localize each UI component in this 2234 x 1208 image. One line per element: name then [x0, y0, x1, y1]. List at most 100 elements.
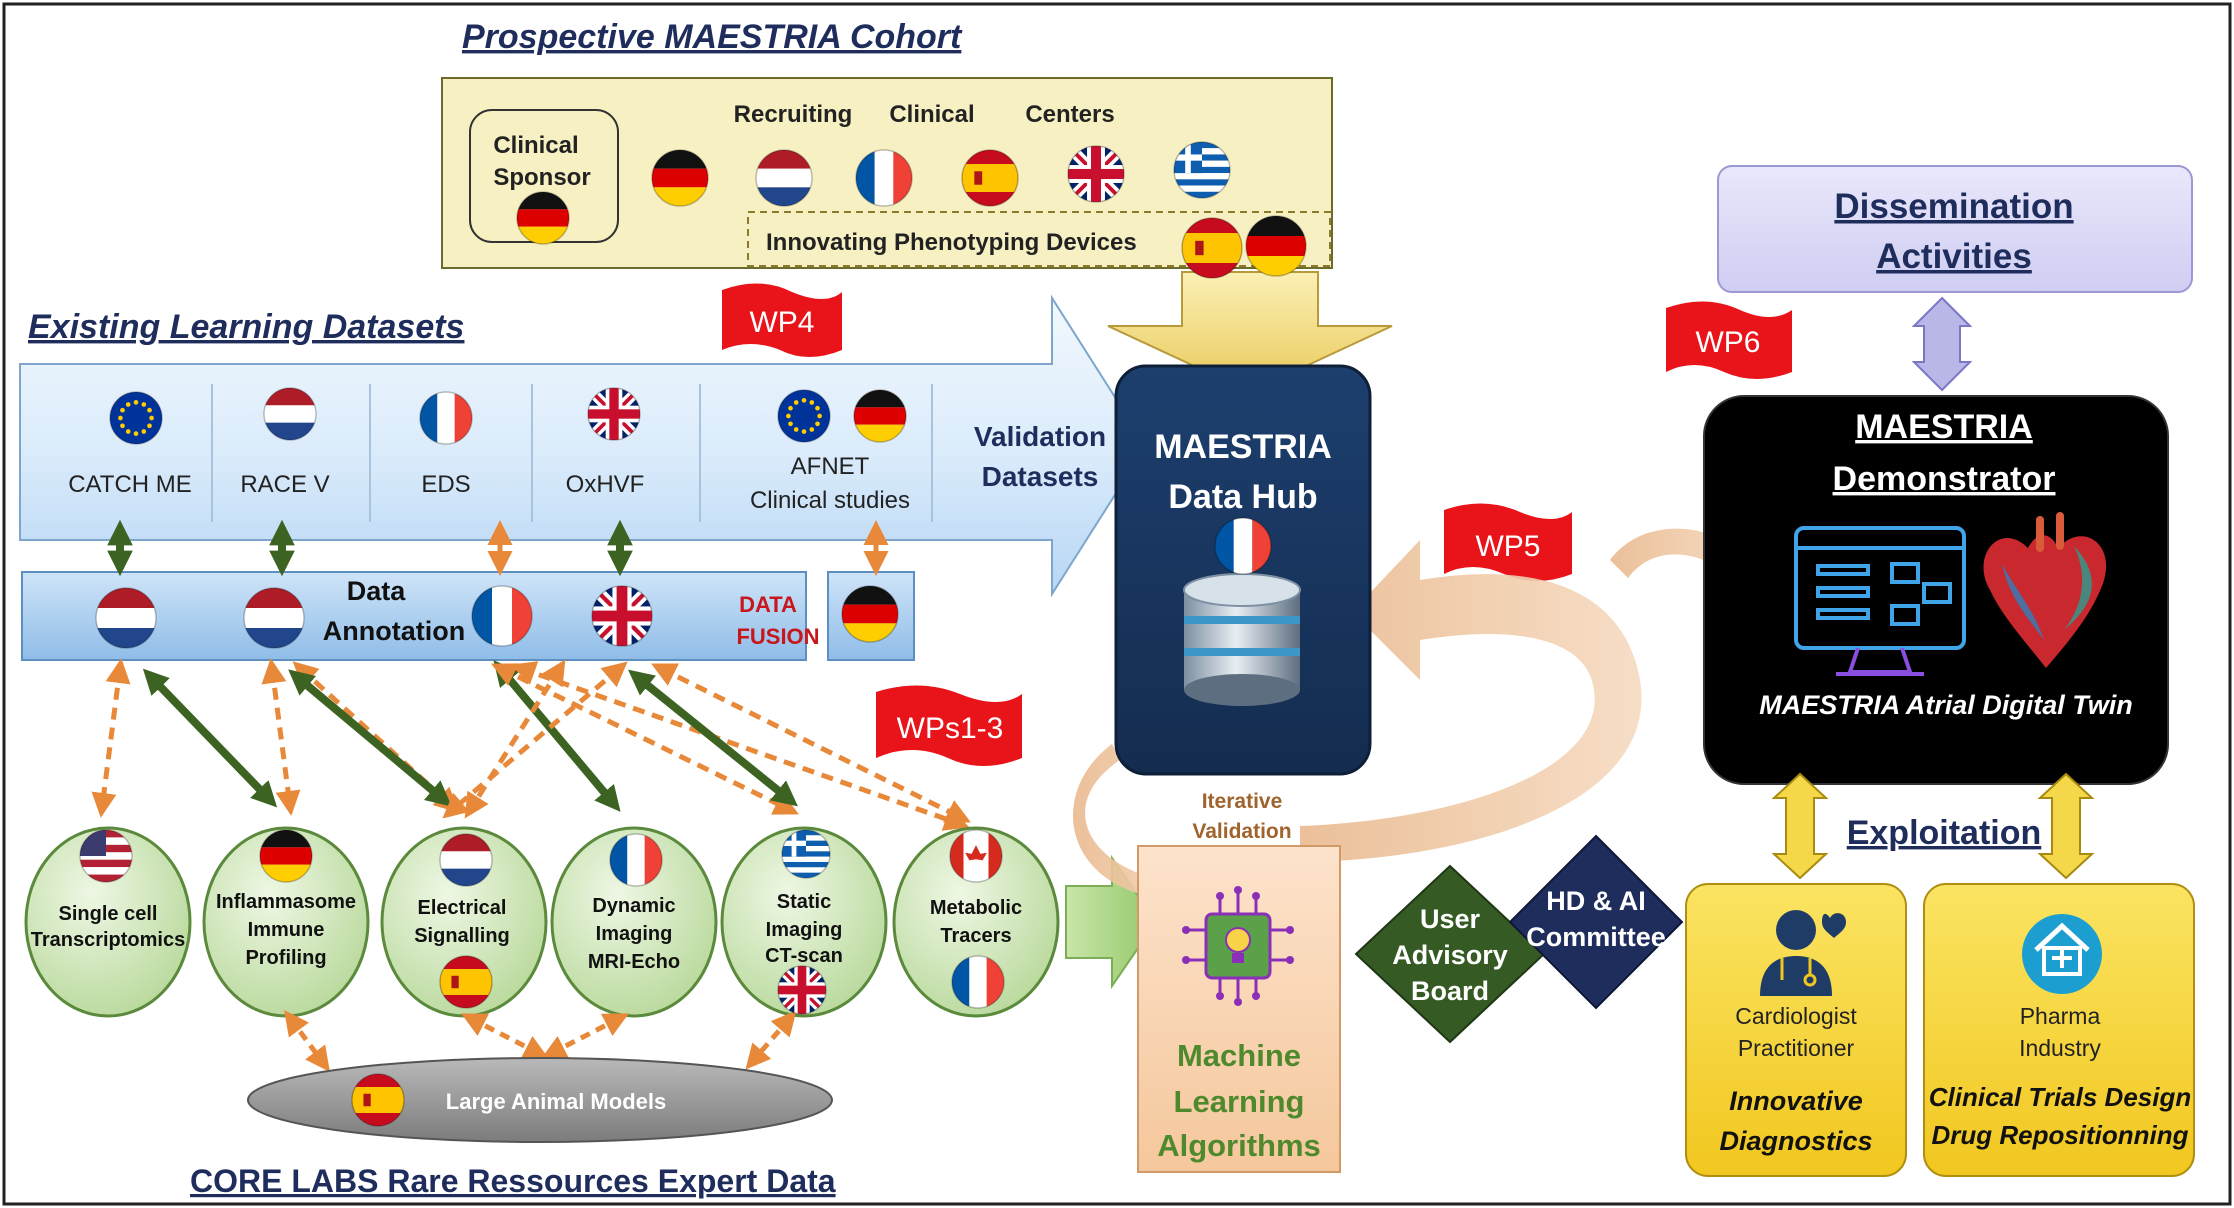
- animal-label: Large Animal Models: [446, 1089, 666, 1114]
- svg-text:Advisory: Advisory: [1392, 940, 1508, 970]
- annotation-label-2: Annotation: [323, 616, 465, 646]
- flags-layer: [79, 141, 1307, 1127]
- afnet-label-2: Clinical studies: [750, 487, 910, 514]
- svg-text:Board: Board: [1411, 976, 1489, 1006]
- svg-text:Metabolic: Metabolic: [930, 897, 1022, 919]
- iterative-label-1: Iterative: [1202, 790, 1283, 813]
- germany-flag-icon: [651, 149, 709, 207]
- uk-flag-icon: [1067, 145, 1125, 203]
- sponsor-label-2: Sponsor: [493, 164, 590, 191]
- dissemination-box: [1717, 165, 2193, 293]
- germany-flag-icon: [516, 191, 570, 245]
- cardiologist-box: [1685, 883, 1907, 1177]
- exploitation-arrow-right: [2037, 772, 2095, 880]
- spain-flag-icon: [351, 1073, 405, 1127]
- france-flag-icon: [855, 149, 913, 207]
- fusion-label-2: FUSION: [736, 624, 819, 649]
- spain-flag-icon: [1181, 217, 1243, 279]
- heart-icon: [1983, 512, 2107, 668]
- svg-text:MRI-Echo: MRI-Echo: [588, 951, 680, 973]
- validation-label-1: Validation: [974, 421, 1106, 452]
- svg-text:Pharma: Pharma: [2020, 1003, 2101, 1029]
- usa-flag-icon: [79, 829, 133, 883]
- core-lab-circle: Dynamic Imaging MRI-Echo: [550, 826, 718, 1018]
- svg-text:Committee: Committee: [1526, 922, 1666, 952]
- svg-text:Dissemination: Dissemination: [1834, 187, 2073, 226]
- wp6-flag: WP6: [1666, 301, 1792, 379]
- iterative-right-arrow: [1300, 540, 1642, 862]
- exploitation-title: Exploitation: [1847, 814, 2042, 852]
- france-flag-icon: [1214, 517, 1272, 575]
- ml-label-2: Learning: [1174, 1084, 1305, 1119]
- svg-text:WP6: WP6: [1695, 326, 1760, 359]
- exploitation-arrow-left: [1771, 772, 1829, 880]
- validation-label-2: Datasets: [982, 461, 1099, 492]
- france-flag-icon: [951, 955, 1005, 1009]
- animal-models: [247, 1057, 833, 1143]
- uk-flag-icon: [777, 965, 827, 1015]
- devices-label: Innovating Phenotyping Devices: [766, 229, 1137, 256]
- demonstrator-box: [1703, 395, 2169, 785]
- wps13-flag: WPs1-3: [876, 685, 1022, 766]
- pharma-box: [1923, 883, 2195, 1177]
- canada-flag-icon: [949, 829, 1003, 883]
- svg-text:MAESTRIA: MAESTRIA: [1855, 408, 2033, 446]
- svg-text:WP4: WP4: [749, 306, 814, 339]
- uk-flag-icon: [587, 387, 641, 441]
- svg-text:Innovative: Innovative: [1729, 1086, 1863, 1116]
- svg-text:Dynamic: Dynamic: [592, 895, 675, 917]
- svg-text:Signalling: Signalling: [414, 925, 510, 947]
- svg-text:HD & AI: HD & AI: [1546, 886, 1646, 916]
- germany-flag-icon: [853, 389, 907, 443]
- recruiting-label: Recruiting: [734, 101, 853, 128]
- core-lab-circle: Static Imaging CT-scan: [720, 826, 888, 1018]
- netherlands-flag-icon: [439, 833, 493, 887]
- centers-label: Centers: [1025, 101, 1114, 128]
- annotation-links: [91, 658, 971, 831]
- annotation-label-1: Data: [347, 576, 407, 606]
- svg-text:Single cell: Single cell: [59, 903, 158, 925]
- wp4-flag: WP4: [722, 283, 842, 357]
- monitor-icon: [1794, 526, 1966, 676]
- core-lab-circle: Electrical Signalling: [380, 826, 548, 1018]
- core-lab-circle: Metabolic Tracers: [892, 826, 1060, 1018]
- svg-text:Profiling: Profiling: [245, 947, 326, 969]
- dataset-label: EDS: [421, 471, 470, 498]
- dissemination-arrow: [1911, 296, 1973, 392]
- svg-text:WPs1-3: WPs1-3: [897, 712, 1004, 745]
- pharma-icon: [2022, 914, 2102, 994]
- greece-flag-icon: [781, 829, 831, 879]
- svg-text:Drug Repositionning: Drug Repositionning: [1931, 1120, 2188, 1150]
- spain-flag-icon: [439, 955, 493, 1009]
- afnet-label-1: AFNET: [791, 453, 870, 480]
- datasets-title: Existing Learning Datasets: [28, 308, 464, 346]
- greece-flag-icon: [1173, 141, 1231, 199]
- svg-text:Electrical: Electrical: [418, 897, 507, 919]
- svg-text:Immune: Immune: [248, 919, 325, 941]
- devices-box: [747, 211, 1331, 267]
- iterative-label-2: Validation: [1192, 820, 1291, 843]
- svg-text:Industry: Industry: [2019, 1035, 2101, 1061]
- svg-text:WP5: WP5: [1475, 530, 1540, 563]
- clinical-label: Clinical: [889, 101, 974, 128]
- svg-text:Clinical Trials Design: Clinical Trials Design: [1929, 1082, 2192, 1112]
- dataset-label: RACE V: [240, 471, 329, 498]
- dataset-label: OxHVF: [566, 471, 645, 498]
- uk-flag-icon: [591, 585, 653, 647]
- ml-label-3: Algorithms: [1157, 1128, 1321, 1163]
- hd-ai-diamond: [1508, 834, 1684, 1010]
- eu-flag-icon: [109, 391, 163, 445]
- core-lab-circle: Single cell Transcriptomics: [24, 826, 192, 1018]
- svg-text:Imaging: Imaging: [766, 919, 843, 941]
- netherlands-flag-icon: [755, 149, 813, 207]
- svg-text:User: User: [1420, 904, 1481, 934]
- germany-flag-icon: [841, 585, 899, 643]
- svg-text:Activities: Activities: [1876, 237, 2032, 276]
- france-flag-icon: [471, 585, 533, 647]
- germany-flag-icon: [1245, 215, 1307, 277]
- netherlands-flag-icon: [95, 587, 157, 649]
- database-icon: [1183, 573, 1301, 706]
